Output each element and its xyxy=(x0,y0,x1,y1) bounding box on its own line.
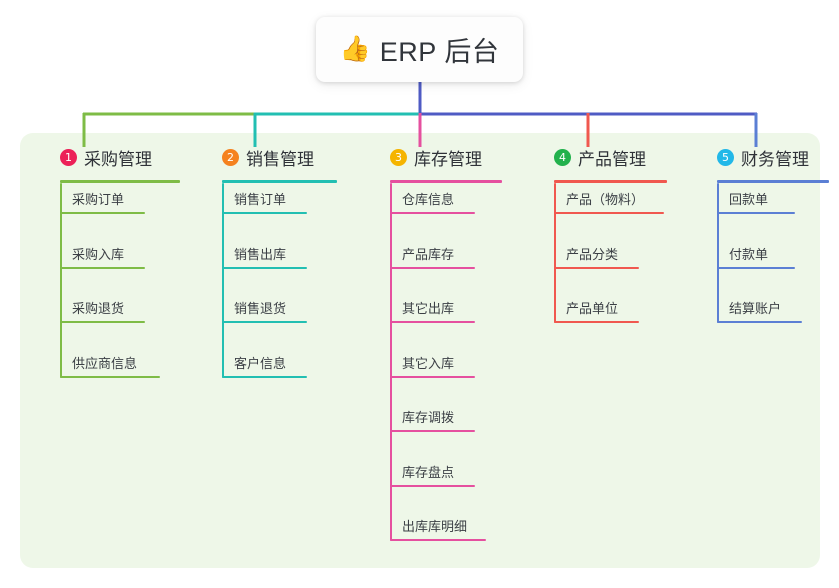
leaf-item[interactable]: 回款单 xyxy=(717,180,795,214)
leaf-item[interactable]: 结算账户 xyxy=(717,289,802,323)
leaf-underline xyxy=(222,321,307,323)
leaf-underline xyxy=(717,266,795,269)
leaf-item[interactable]: 销售退货 xyxy=(222,289,307,323)
leaf-item[interactable]: 销售订单 xyxy=(222,180,307,214)
leaf-item[interactable]: 产品单位 xyxy=(554,289,639,323)
leaf-item[interactable]: 其它入库 xyxy=(390,344,475,378)
column-underline xyxy=(222,180,337,183)
leaf-item[interactable]: 产品（物料） xyxy=(554,180,664,214)
leaf-underline xyxy=(717,321,802,323)
column-title: 采购管理 xyxy=(84,149,152,169)
leaf-underline xyxy=(390,212,475,214)
column-badge-icon: 5 xyxy=(717,148,734,166)
leaf-underline xyxy=(222,375,307,378)
leaf-item[interactable]: 销售出库 xyxy=(222,235,307,269)
column-title: 库存管理 xyxy=(414,149,482,169)
leaf-label: 产品库存 xyxy=(402,246,455,262)
leaf-item[interactable]: 采购退货 xyxy=(60,289,145,323)
thumbs-up-icon: 👍 xyxy=(339,35,371,63)
leaf-label: 采购退货 xyxy=(72,301,125,316)
column-4: 4 产品管理产品（物料） 产品分类产品单位 xyxy=(532,145,667,323)
leaf-label: 销售出库 xyxy=(234,246,287,262)
leaf-underline xyxy=(60,375,160,378)
leaf-item[interactable]: 供应商信息 xyxy=(60,344,160,378)
column-header-1[interactable]: 1 采购管理 xyxy=(38,145,152,169)
leaf-label: 客户信息 xyxy=(234,355,287,371)
column-badge-icon: 4 xyxy=(554,148,571,166)
leaf-label: 付款单 xyxy=(729,246,769,262)
leaf-underline xyxy=(390,321,475,323)
column-badge-icon: 2 xyxy=(222,148,239,166)
column-2: 2 销售管理销售订单销售出库销售退货客户信息 xyxy=(200,145,337,378)
leaf-label: 供应商信息 xyxy=(72,355,138,371)
leaf-underline xyxy=(390,484,475,487)
leaf-underline xyxy=(390,266,475,269)
leaf-label: 仓库信息 xyxy=(402,192,455,207)
leaf-label: 其它出库 xyxy=(402,301,455,316)
column-header-2[interactable]: 2 销售管理 xyxy=(200,145,314,169)
leaf-item[interactable]: 库存调拨 xyxy=(390,398,475,432)
leaf-item[interactable]: 仓库信息 xyxy=(390,180,475,214)
leaf-underline xyxy=(390,430,475,432)
column-header-5[interactable]: 5 财务管理 xyxy=(695,145,809,169)
leaf-label: 产品单位 xyxy=(566,301,619,316)
column-underline xyxy=(717,180,829,183)
leaf-label: 产品分类 xyxy=(566,246,619,262)
column-1: 1 采购管理采购订单采购入库采购退货供应商信息 xyxy=(38,145,180,378)
leaf-item[interactable]: 产品库存 xyxy=(390,235,475,269)
leaf-label: 产品（物料） xyxy=(566,192,645,207)
leaf-underline xyxy=(390,375,475,378)
column-badge-icon: 1 xyxy=(60,148,77,166)
column-title: 财务管理 xyxy=(741,149,809,169)
leaf-underline xyxy=(60,266,145,269)
leaf-underline xyxy=(717,212,795,214)
leaf-label: 销售退货 xyxy=(234,301,287,316)
leaf-underline xyxy=(222,212,307,214)
column-title: 销售管理 xyxy=(246,149,314,169)
leaf-item[interactable]: 其它出库 xyxy=(390,289,475,323)
leaf-item[interactable]: 产品分类 xyxy=(554,235,639,269)
leaf-label: 采购订单 xyxy=(72,192,125,207)
column-header-3[interactable]: 3 库存管理 xyxy=(368,145,482,169)
leaf-item[interactable]: 采购入库 xyxy=(60,235,145,269)
column-spine xyxy=(60,183,62,378)
column-header-4[interactable]: 4 产品管理 xyxy=(532,145,646,169)
leaf-underline xyxy=(554,321,639,323)
leaf-label: 出库库明细 xyxy=(402,519,468,534)
leaf-item[interactable]: 库存盘点 xyxy=(390,453,475,487)
leaf-label: 结算账户 xyxy=(729,301,782,316)
leaf-underline xyxy=(554,266,639,269)
column-underline xyxy=(390,180,502,183)
leaf-item[interactable]: 付款单 xyxy=(717,235,795,269)
column-3: 3 库存管理仓库信息产品库存其它出库其它入库库存调拨库存盘点出库库明细 xyxy=(368,145,502,541)
leaf-underline xyxy=(222,266,307,269)
column-underline xyxy=(60,180,180,183)
column-spine xyxy=(390,183,392,541)
leaf-item[interactable]: 客户信息 xyxy=(222,344,307,378)
column-spine xyxy=(222,183,224,378)
diagram-panel xyxy=(20,133,820,568)
leaf-label: 其它入库 xyxy=(402,355,455,371)
leaf-item[interactable]: 出库库明细 xyxy=(390,507,486,541)
leaf-label: 采购入库 xyxy=(72,246,125,262)
leaf-underline xyxy=(60,321,145,323)
leaf-label: 库存调拨 xyxy=(402,410,455,425)
column-badge-icon: 3 xyxy=(390,148,407,166)
root-title: ERP 后台 xyxy=(379,37,500,67)
leaf-item[interactable]: 采购订单 xyxy=(60,180,145,214)
column-spine xyxy=(717,183,719,323)
leaf-underline xyxy=(390,539,486,541)
root-node[interactable]: 👍 ERP 后台 xyxy=(316,17,523,82)
column-title: 产品管理 xyxy=(578,149,646,169)
column-5: 5 财务管理回款单付款单结算账户 xyxy=(695,145,829,323)
column-spine xyxy=(554,183,556,323)
leaf-label: 销售订单 xyxy=(234,192,287,207)
leaf-underline xyxy=(60,212,145,214)
leaf-label: 库存盘点 xyxy=(402,464,455,480)
column-underline xyxy=(554,180,667,183)
leaf-label: 回款单 xyxy=(729,192,769,207)
leaf-underline xyxy=(554,212,664,214)
